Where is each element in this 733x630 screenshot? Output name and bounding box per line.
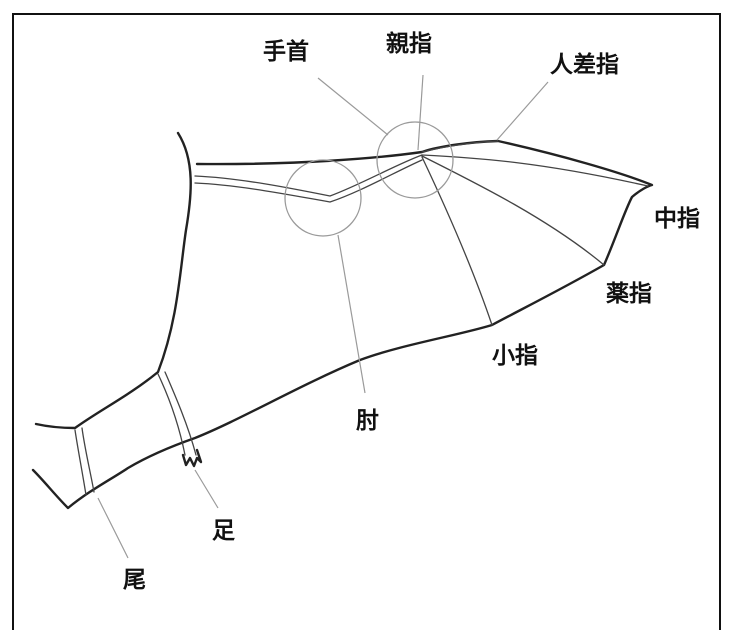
tail-lower-edge	[31, 139, 654, 510]
label-little-finger: 小指	[492, 343, 538, 369]
label-ring-finger: 薬指	[606, 281, 652, 307]
index-finger-bone	[421, 140, 499, 153]
wrist-leader	[317, 77, 389, 136]
little-finger-bone	[421, 156, 493, 326]
tail-bone	[74, 429, 87, 496]
tail-bone-inner	[81, 427, 95, 493]
wing-outline	[34, 131, 192, 430]
label-wrist: 手首	[263, 38, 309, 65]
label-elbow: 肘	[356, 408, 379, 434]
ring-finger-bone	[421, 155, 605, 266]
foot-claw	[181, 448, 203, 468]
forearm-bone	[194, 154, 423, 197]
index-finger-leader	[496, 81, 549, 141]
wrist-circle	[376, 121, 454, 199]
tail-leader	[97, 497, 129, 559]
diagram-border	[12, 13, 721, 630]
label-tail: 尾	[123, 567, 146, 593]
foot-leader	[194, 469, 219, 509]
label-index-finger: 人差指	[550, 51, 619, 78]
label-middle-finger: 中指	[654, 206, 700, 232]
elbow-leader	[337, 234, 366, 394]
middle-finger-bone	[421, 154, 649, 187]
leg-bone-inner	[164, 371, 197, 456]
forearm-bone-inner	[194, 159, 423, 203]
elbow-circle	[284, 159, 362, 237]
leg-bone	[157, 373, 186, 456]
label-foot: 足	[212, 518, 235, 544]
label-thumb: 親指	[386, 31, 432, 57]
thumb-leader	[417, 74, 424, 151]
